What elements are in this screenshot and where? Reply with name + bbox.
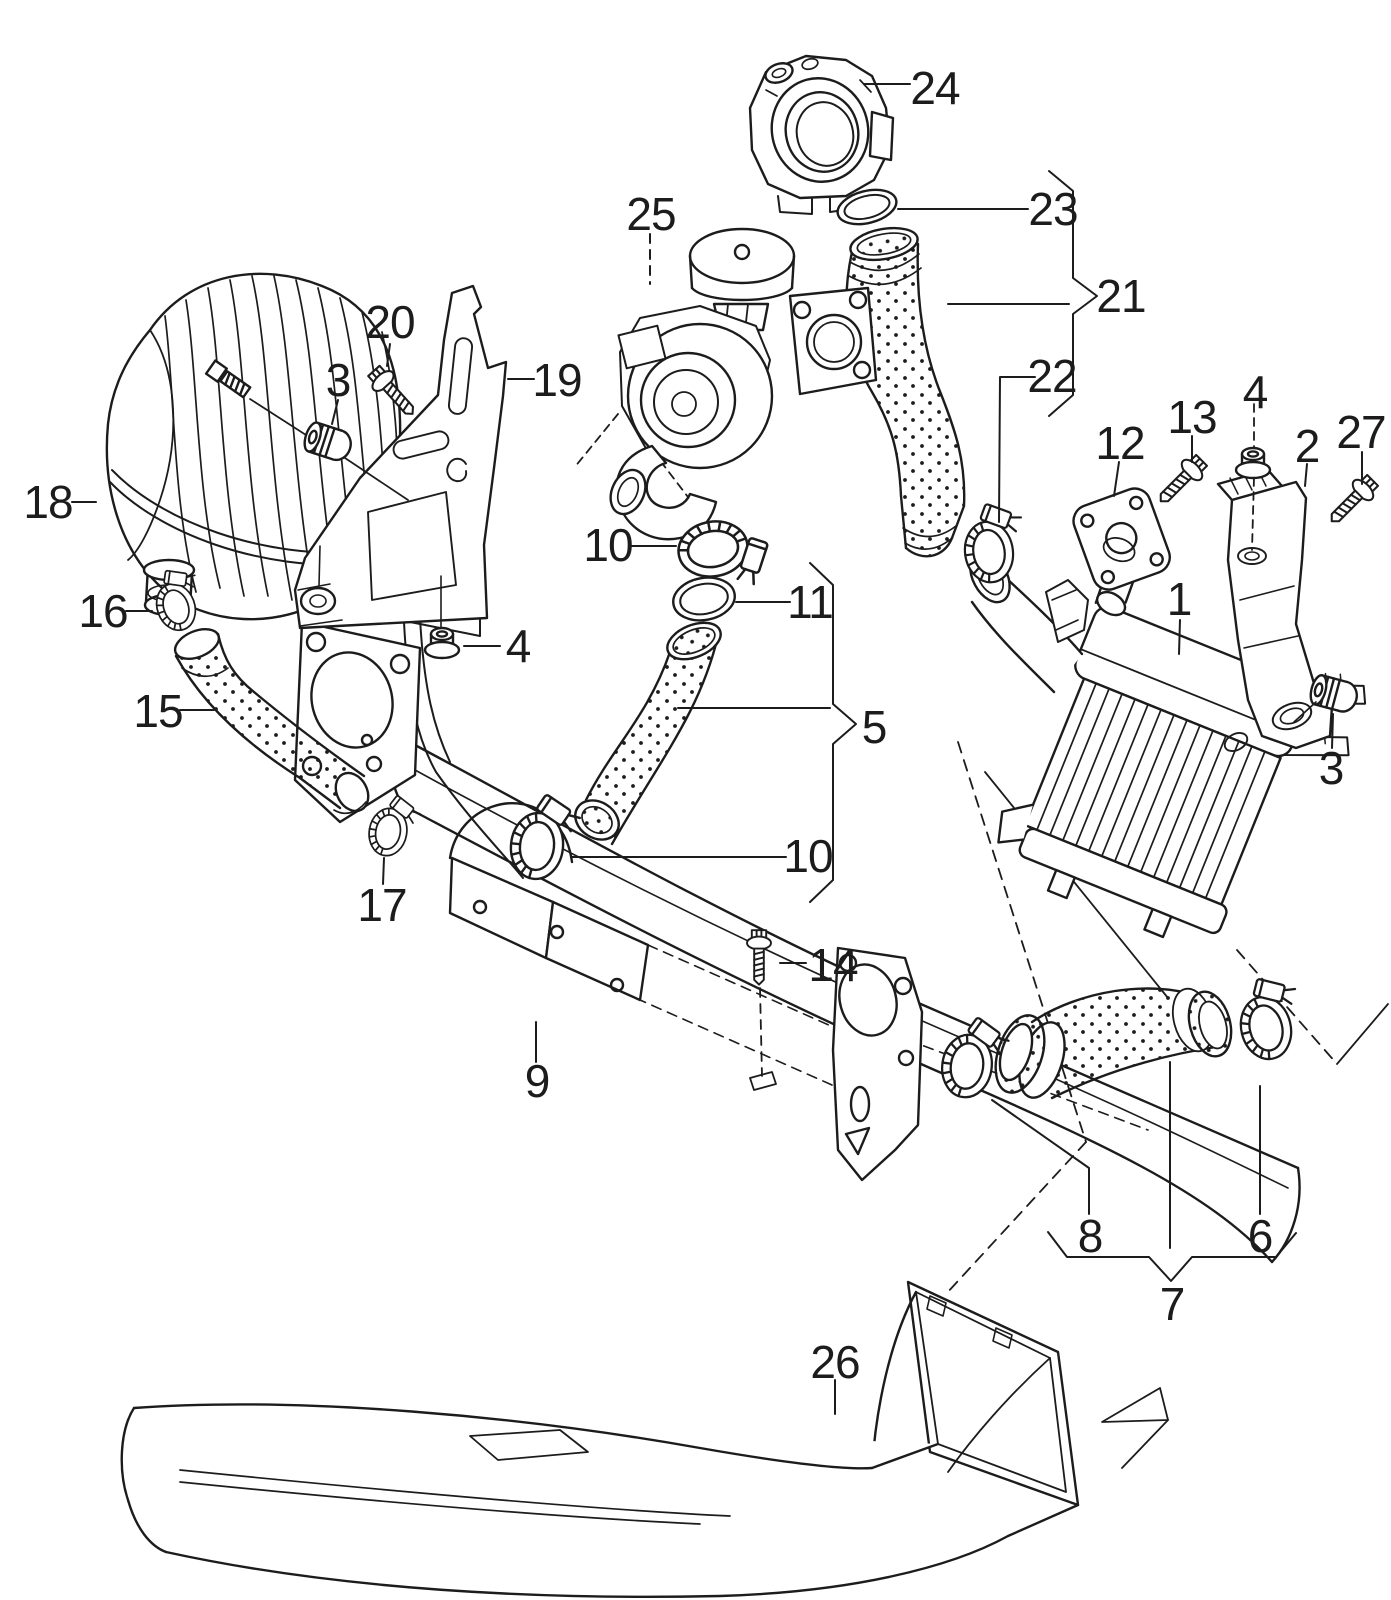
- callout-17: 17: [357, 879, 407, 931]
- callout-18: 18: [23, 476, 73, 528]
- throttle-body-art: [748, 54, 895, 215]
- nut-4-right-art: [1234, 403, 1272, 551]
- air-intake-duct-art: [120, 1280, 1169, 1599]
- callout-10-lower: 10: [783, 830, 833, 882]
- callout-1: 1: [1166, 573, 1193, 625]
- callout-4-center: 4: [505, 620, 532, 672]
- callout-21: 21: [1096, 270, 1146, 322]
- hose-clamp-10-lower-art: [506, 789, 584, 885]
- bolt-13-art: [1150, 450, 1212, 512]
- callout-13: 13: [1167, 391, 1217, 443]
- charge-air-hose-lower-art: [574, 621, 722, 846]
- callout-3-right: 3: [1318, 742, 1345, 794]
- callout-24: 24: [910, 62, 960, 114]
- leader-lines: [71, 83, 1363, 1415]
- hose-clamp-22-art: [957, 497, 1031, 587]
- mounting-bracket-art: [293, 284, 508, 630]
- callout-20: 20: [365, 296, 415, 348]
- turbocharger-art: [609, 227, 878, 541]
- flange-12-art: [1072, 487, 1171, 617]
- pressure-hose-upper-art: [845, 226, 966, 558]
- callout-15: 15: [133, 685, 183, 737]
- callout-5: 5: [861, 701, 888, 753]
- callout-22: 22: [1027, 350, 1077, 402]
- o-ring-11-art: [672, 576, 736, 622]
- callout-8: 8: [1077, 1210, 1104, 1262]
- callout-3-left: 3: [325, 354, 352, 406]
- callout-11: 11: [787, 576, 834, 628]
- gasket-plate-right-art: [831, 946, 924, 1182]
- elbow-hose-art: [994, 987, 1233, 1100]
- grommet-3-left-art: [249, 398, 409, 501]
- intake-hose-art: [173, 627, 370, 815]
- callout-7: 7: [1159, 1278, 1186, 1330]
- bracket-2-art: [1216, 468, 1334, 752]
- callout-10-upper: 10: [583, 519, 633, 571]
- callout-14: 14: [808, 939, 858, 991]
- callout-12: 12: [1095, 417, 1145, 469]
- callout-2: 2: [1294, 420, 1321, 472]
- grommet-3-right-art: [1293, 672, 1362, 723]
- callout-26: 26: [810, 1336, 860, 1388]
- hose-clamp-6-art: [1228, 969, 1312, 1066]
- nut-4-center-art: [423, 575, 461, 660]
- callout-16: 16: [78, 585, 128, 637]
- callout-27: 27: [1336, 406, 1386, 458]
- bolt-27-art: [1321, 470, 1383, 532]
- callout-19: 19: [532, 354, 582, 406]
- bolt-14-art: [746, 929, 777, 1091]
- callout-23: 23: [1028, 183, 1078, 235]
- callout-6: 6: [1247, 1210, 1274, 1262]
- callout-25: 25: [626, 188, 676, 240]
- callout-9: 9: [524, 1055, 551, 1107]
- callout-4-right: 4: [1242, 366, 1269, 418]
- o-ring-23-art: [836, 188, 898, 226]
